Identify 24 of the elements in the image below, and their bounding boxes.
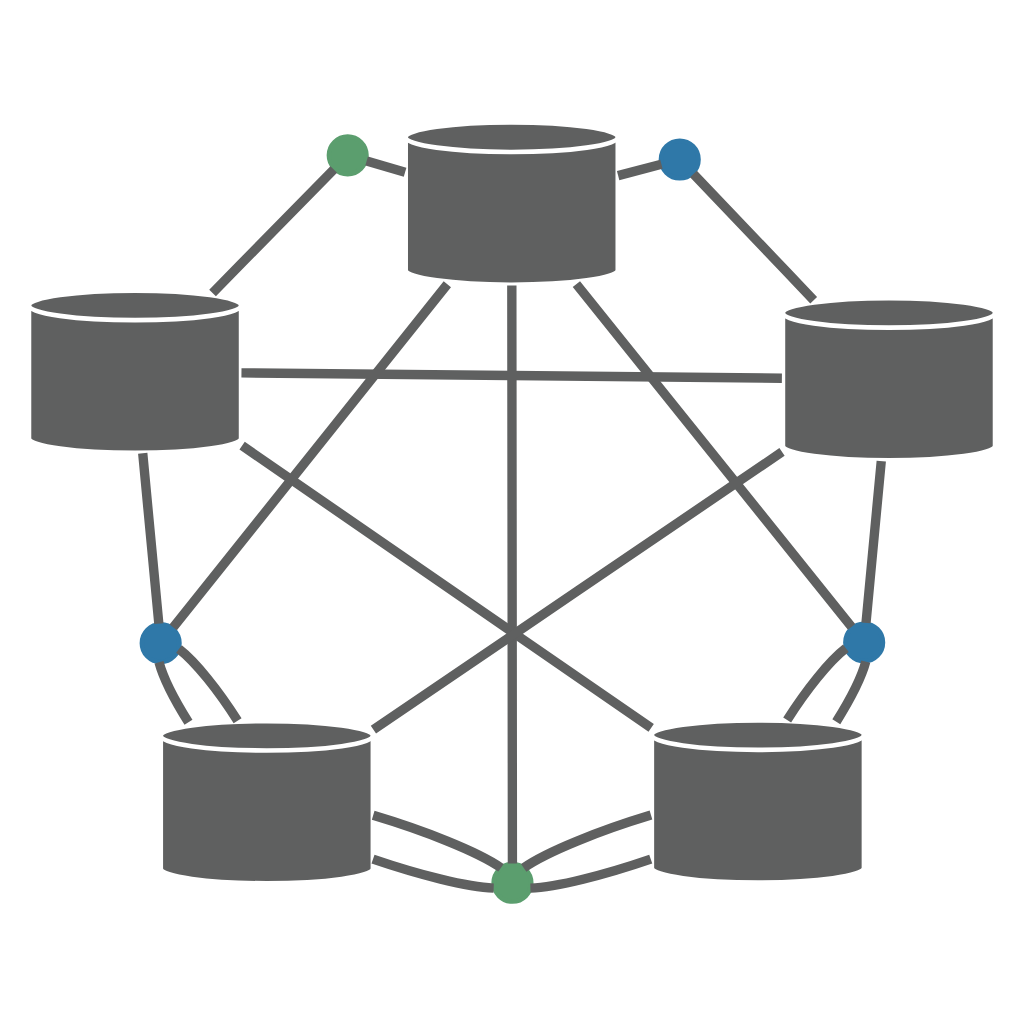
- connector: [371, 810, 504, 872]
- connector: [572, 281, 856, 630]
- connector: [832, 660, 871, 725]
- connector: [521, 810, 653, 872]
- connector: [507, 285, 518, 864]
- connector: [530, 854, 653, 893]
- connector: [239, 441, 654, 732]
- connector: [175, 645, 242, 724]
- connector: [154, 660, 193, 725]
- connector: [783, 644, 849, 723]
- connector: [138, 452, 164, 625]
- node-circle: [326, 134, 369, 177]
- connector: [241, 368, 782, 383]
- connector: [169, 281, 451, 631]
- node-circle: [658, 138, 701, 181]
- node-circle: [491, 861, 534, 904]
- connector: [371, 854, 494, 893]
- connector: [365, 156, 407, 177]
- node-circle: [843, 621, 886, 664]
- connector: [861, 460, 886, 624]
- connector: [209, 166, 338, 297]
- connector: [616, 159, 663, 181]
- node-circle: [139, 622, 182, 665]
- connector: [690, 170, 818, 304]
